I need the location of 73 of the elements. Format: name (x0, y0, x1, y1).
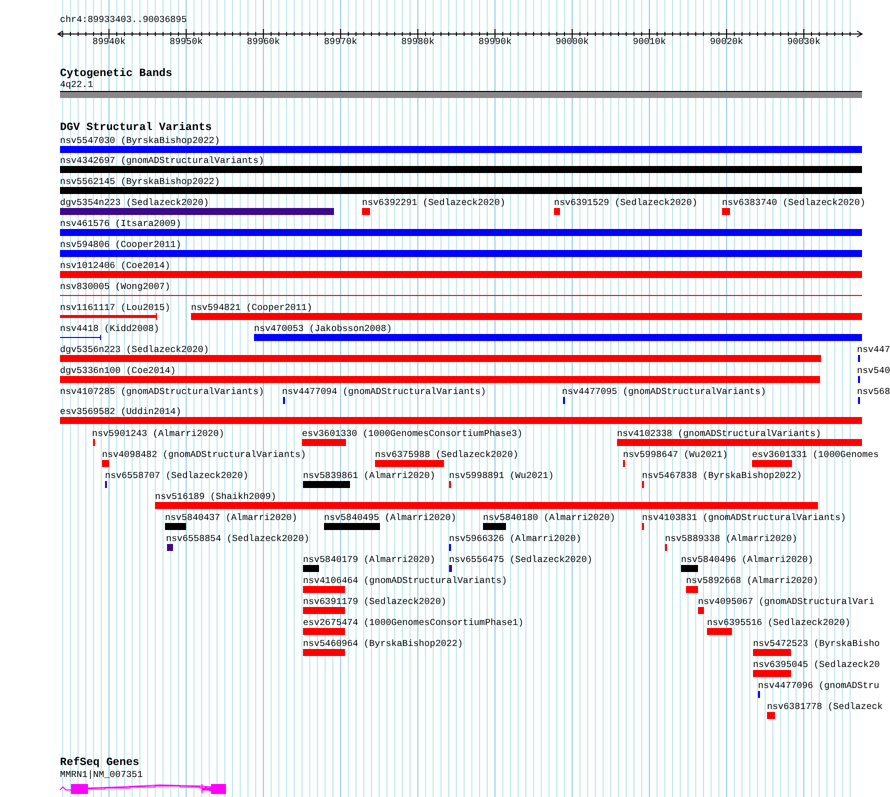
track-title: RefSeq Genes (60, 758, 140, 768)
variant-label: nsv4418 (Kidd2008) (60, 324, 160, 334)
variant-label: nsv5889338 (Almarri2020) (665, 534, 798, 544)
tick-label: 89940k (92, 37, 126, 47)
variant-label: nsv4342697 (gnomADStructuralVariants) (60, 156, 265, 166)
variant-label: nsv4102338 (gnomADStructuralVariants) (617, 429, 822, 439)
variant-label: esv3569582 (Uddin2014) (60, 407, 182, 417)
variant-label: nsv4103831 (gnomADStructuralVariants) (642, 513, 846, 523)
variant-label: nsv4477095 (gnomADStructuralVariants) (562, 387, 766, 397)
variant-label: nsv1161117 (Lou2015) (60, 303, 170, 313)
variant-label: nsv447 (857, 345, 890, 355)
variant-label: nsv6392291 (Sedlazeck2020) (362, 198, 506, 208)
variant-label: nsv4095067 (gnomADStructuralVari (698, 597, 874, 607)
variant-label: nsv6381778 (Sedlazeck (767, 702, 883, 712)
variant-label: nsv5840180 (Almarri2020) (483, 513, 616, 523)
variant-label: nsv594821 (Cooper2011) (191, 303, 314, 313)
variant-label: nsv5840179 (Almarri2020) (303, 555, 436, 565)
variant-label: nsv4106464 (gnomADStructuralVariants) (303, 576, 507, 586)
tick-label: 89980k (401, 37, 434, 47)
band-label: 4q22.1 (60, 80, 94, 90)
track-title: Cytogenetic Bands (60, 69, 172, 79)
variant-label: nsv5472523 (ByrskaBisho (753, 639, 880, 649)
variant-label: nsv5460964 (ByrskaBishop2022) (303, 639, 463, 649)
tick-label: 89990k (478, 37, 512, 47)
variant-label: nsv6558854 (Sedlazeck2020) (166, 534, 310, 544)
tick-label: 90010k (632, 37, 666, 47)
variant-label: dgv5356n223 (Sedlazeck2020) (60, 345, 210, 355)
variant-label: nsv4107285 (gnomADStructuralVariants) (60, 387, 264, 397)
variant-label: nsv6395045 (Sedlazeck20 (753, 660, 880, 670)
tick-label: 89960k (246, 37, 280, 47)
variant-label: nsv516189 (Shaikh2009) (155, 492, 278, 502)
variant-label: nsv5840437 (Almarri2020) (165, 513, 298, 523)
tick-label: 89970k (324, 37, 358, 47)
variant-label: nsv5840496 (Almarri2020) (681, 555, 814, 565)
variant-label: nsv594806 (Cooper2011) (60, 240, 182, 250)
variant-label: nsv5839861 (Almarri2020) (303, 471, 436, 481)
variant-label: nsv5901243 (Almarri2020) (92, 429, 224, 439)
tick-label: 90030k (787, 37, 820, 47)
variant-label: nsv1012406 (Coe2014) (60, 261, 172, 271)
variant-label: nsv5562145 (ByrskaBishop2022) (60, 177, 221, 187)
variant-label: nsv6391179 (Sedlazeck2020) (303, 597, 446, 607)
variant-label: esv2675474 (1000GenomesConsortiumPhase1) (303, 618, 524, 628)
variant-label: nsv6395516 (Sedlazeck2020) (707, 618, 850, 628)
position-label: chr4:89933403..90036895 (60, 15, 187, 25)
variant-label: nsv5547030 (ByrskaBishop2022) (60, 136, 221, 146)
variant-label: nsv5840495 (Almarri2020) (324, 513, 456, 523)
variant-label: nsv4477094 (gnomADStructuralVariants) (282, 387, 486, 397)
variant-label: nsv6558707 (Sedlazeck2020) (105, 471, 248, 481)
variant-label: nsv4098482 (gnomADStructuralVariants) (102, 450, 306, 460)
variant-label: esv3601330 (1000GenomesConsortiumPhase3) (302, 429, 523, 439)
variant-label: nsv6556475 (Sedlazeck2020) (449, 555, 592, 565)
variant-label: nsv6383740 (Sedlazeck2020) (722, 198, 866, 208)
variant-label: nsv5467838 (ByrskaBishop2022) (642, 471, 802, 481)
variant-label: dgv5336n100 (Coe2014) (60, 366, 177, 376)
variant-label: nsv5998891 (Wu2021) (449, 471, 554, 481)
variant-label: nsv470053 (Jakobsson2008) (254, 324, 393, 334)
variant-label: nsv568 (857, 387, 890, 397)
variant-label: nsv6375988 (Sedlazeck2020) (375, 450, 518, 460)
variant-label: nsv540 (857, 366, 890, 376)
variant-label: nsv4477096 (gnomADStru (758, 681, 880, 691)
track-title: DGV Structural Variants (60, 123, 212, 133)
variant-label: nsv5966326 (Almarri2020) (449, 534, 582, 544)
gene-label: MMRN1|NM_007351 (60, 770, 144, 780)
tick-label: 90020k (710, 37, 744, 47)
variant-label: nsv5892668 (Almarri2020) (686, 576, 818, 586)
variant-label: nsv461576 (Itsara2009) (60, 219, 182, 229)
variant-label: esv3601331 (1000Genomes (752, 450, 879, 460)
variant-label: nsv6391529 (Sedlazeck2020) (554, 198, 698, 208)
tick-label: 89950k (170, 37, 203, 47)
variant-label: nsv830005 (Wong2007) (60, 282, 172, 292)
variant-label: nsv5998647 (Wu2021) (623, 450, 728, 460)
variant-label: dgv5354n223 (Sedlazeck2020) (60, 198, 210, 208)
tick-label: 90000k (556, 37, 589, 47)
